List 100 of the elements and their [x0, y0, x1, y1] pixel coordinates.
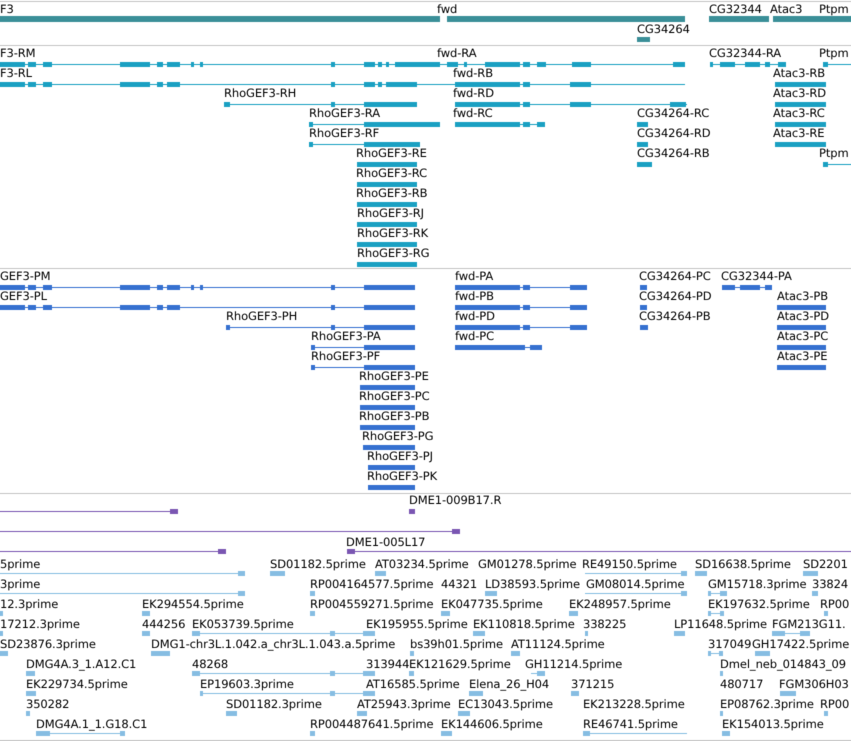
- feature-label: fwd-PD: [455, 310, 495, 323]
- feature-label: EK144606.5prime: [441, 718, 543, 731]
- feature-label: AT11124.5prime: [511, 638, 605, 651]
- feature-label: DMG4A.1_1.G18.C1: [36, 718, 148, 731]
- feature-label: Atac3-RB: [773, 67, 826, 80]
- feature-label: GM08014.5prime: [586, 578, 684, 591]
- feature-label: FGM306H03: [779, 678, 849, 691]
- feature-label: EK110818.5prime: [473, 618, 575, 631]
- feature-label: 480717: [720, 678, 764, 691]
- feature-label: RP004559271.5prime: [310, 598, 434, 611]
- feature-label: fwd-RD: [453, 87, 494, 100]
- feature-label: AT16585.5prime: [366, 678, 460, 691]
- feature-label: RP00: [820, 698, 850, 711]
- feature-label: Elena_26_H04: [469, 678, 550, 691]
- feature-label: DMG1-chr3L.1.042.a_chr3L.1.043.a.5prime: [151, 638, 396, 651]
- feature-label: F3-RM: [0, 47, 36, 60]
- feature-label: CG32344-PA: [721, 270, 792, 283]
- feature-label: AT25943.3prime: [357, 698, 451, 711]
- feature-label: 338225: [583, 618, 626, 631]
- feature-label: Atac3-RC: [773, 107, 825, 120]
- feature-label: LD38593.5prime: [485, 578, 580, 591]
- feature-label: EK294554.5prime: [142, 598, 244, 611]
- feature-label: CG32344: [709, 3, 762, 16]
- feature-label: RhoGEF3-PK: [367, 470, 438, 483]
- feature-label: CG34264-PD: [639, 290, 712, 303]
- feature-label: CG34264: [637, 23, 690, 36]
- feature-label: 12.3prime: [0, 598, 58, 611]
- feature-label: RP00: [820, 598, 850, 611]
- feature-label: Atac3-PC: [777, 330, 828, 343]
- feature-label: EP08762.3prime: [720, 698, 814, 711]
- feature-label: RP004164577.5prime: [310, 578, 434, 591]
- feature-label: RhoGEF3-PB: [359, 410, 430, 423]
- feature-label: RhoGEF3-RG: [357, 247, 430, 260]
- feature-label: RhoGEF3-RE: [356, 147, 427, 160]
- feature-label: Ptpm: [819, 47, 849, 60]
- feature-label: 3prime: [0, 578, 40, 591]
- feature-label: GM15718.3prime: [708, 578, 806, 591]
- feature-label: 44321: [441, 578, 478, 591]
- feature-label: Dmel_neb_014843_09: [720, 658, 846, 671]
- feature-label: fwd-PA: [455, 270, 494, 283]
- feature-label: 371215: [571, 678, 614, 691]
- feature-label: SD2201: [803, 558, 848, 571]
- feature-label: fwd-RC: [453, 107, 493, 120]
- feature-label: EK195955.5prime: [366, 618, 468, 631]
- feature-label: SD23876.3prime: [0, 638, 96, 651]
- feature-label: EK197632.5prime: [708, 598, 810, 611]
- feature-label: EK229734.5prime: [26, 678, 128, 691]
- feature-label: RhoGEF3-PA: [311, 330, 381, 343]
- feature-label: RhoGEF3-RF: [309, 127, 380, 140]
- feature-label: AT03234.5prime: [375, 558, 469, 571]
- feature-label: EC13043.5prime: [458, 698, 553, 711]
- feature-label: Ptpm: [819, 3, 849, 16]
- feature-label: SD01182.5prime: [270, 558, 366, 571]
- feature-label: RhoGEF3-RK: [357, 227, 428, 240]
- feature-label: RhoGEF3-RJ: [357, 207, 424, 220]
- feature-label: CG34264-RB: [637, 147, 710, 160]
- feature-label: 350282: [26, 698, 70, 711]
- feature-label: Atac3-RE: [773, 127, 824, 140]
- feature-label: RE46741.5prime: [583, 718, 678, 731]
- feature-label: F3: [0, 3, 14, 16]
- feature-label: LP11648.5prime: [674, 618, 767, 631]
- feature-label: GH17422.5prime: [752, 638, 850, 651]
- feature-label: fwd-PC: [455, 330, 494, 343]
- feature-label: RhoGEF3-RB: [356, 187, 428, 200]
- feature-label: RhoGEF3-PJ: [367, 450, 433, 463]
- feature-label: RhoGEF3-RC: [356, 167, 428, 180]
- feature-label: 17212.3prime: [0, 618, 80, 631]
- feature-label: fwd-RA: [437, 47, 476, 60]
- feature-label: DME1-005L17: [346, 536, 426, 549]
- feature-label: RhoGEF3-PE: [359, 370, 429, 383]
- feature-label: EP19603.3prime: [200, 678, 294, 691]
- feature-label: 317049: [708, 638, 752, 651]
- feature-label: F3-RL: [0, 67, 32, 80]
- feature-label: Ptpm: [819, 147, 849, 160]
- feature-label: GM01278.5prime: [478, 558, 576, 571]
- feature-label: Atac3-RD: [773, 87, 826, 100]
- feature-label: EK213228.5prime: [583, 698, 685, 711]
- feature-label: EK154013.5prime: [722, 718, 824, 731]
- feature-label: CG34264-PB: [639, 310, 710, 323]
- feature-label: 48268: [192, 658, 228, 671]
- feature-label: 444256: [142, 618, 186, 631]
- feature-label: EK248957.5prime: [569, 598, 671, 611]
- feature-label: DMG4A.3_1.A12.C1: [26, 658, 136, 671]
- feature-label: EK047735.5prime: [441, 598, 543, 611]
- feature-label: RP004487641.5prime: [310, 718, 434, 731]
- feature-label: 5prime: [0, 558, 40, 571]
- feature-label: RhoGEF3-PG: [362, 430, 434, 443]
- feature-label: bs39h01.5prime: [410, 638, 503, 651]
- feature-label: FGM213G11.: [772, 618, 846, 631]
- feature-label: DME1-009B17.R: [409, 494, 502, 507]
- feature-label: CG34264-RD: [637, 127, 711, 140]
- feature-label: CG32344-RA: [709, 47, 782, 60]
- feature-label: CG34264-PC: [639, 270, 711, 283]
- feature-label: CG34264-RC: [637, 107, 710, 120]
- feature-label: Atac3-PE: [777, 350, 828, 363]
- feature-label: RhoGEF3-PH: [226, 310, 298, 323]
- feature-label: GEF3-PM: [0, 270, 50, 283]
- feature-label: fwd: [437, 3, 458, 16]
- feature-label: SD01182.3prime: [226, 698, 322, 711]
- feature-label: EK121629.5prime: [409, 658, 511, 671]
